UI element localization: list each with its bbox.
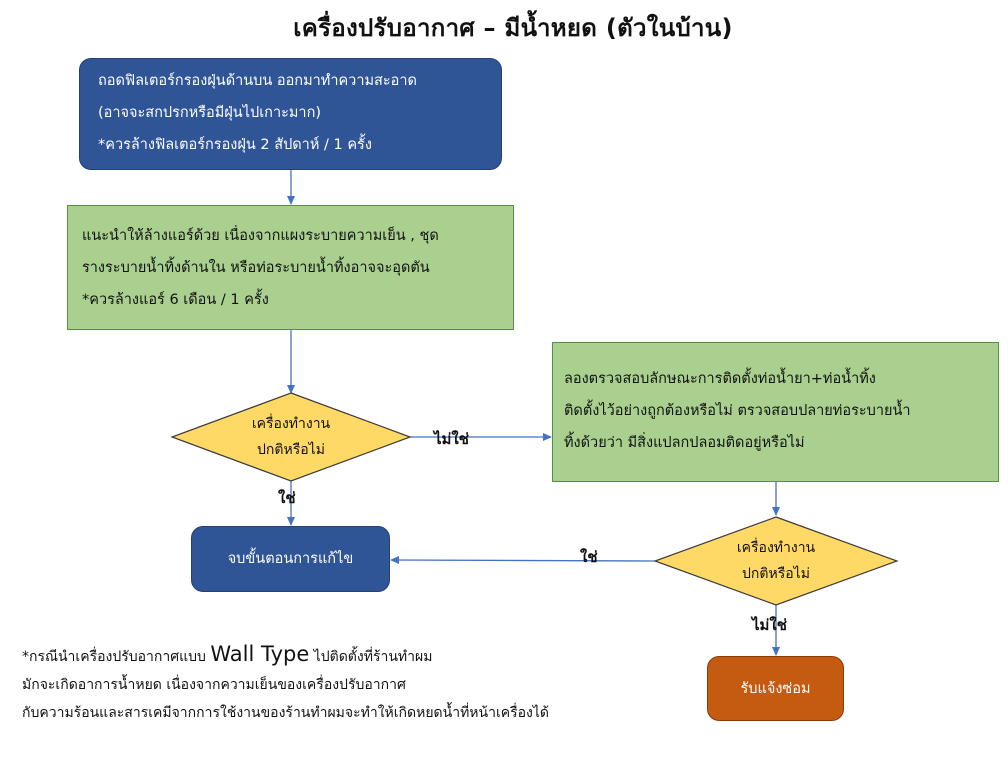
edge-label-d1-yes: ใช่ — [278, 489, 296, 507]
repair-label: รับแจ้งซ่อม — [740, 680, 811, 697]
decision2-label: เครื่องทำงาน ปกติหรือไม่ — [696, 535, 856, 587]
decision2-line: เครื่องทำงาน — [736, 540, 816, 556]
footnote-line-2: มักจะเกิดอาการน้ำหยด เนื่องจากความเย็นขอ… — [22, 677, 406, 693]
step1-box: ถอดฟิลเตอร์กรองฝุ่นด้านบน ออกมาทำความสะอ… — [79, 58, 502, 170]
step3-line: ติดตั้งไว้อย่างถูกต้องหรือไม่ ตรวจสอบปลา… — [564, 403, 911, 419]
decision2-diamond — [653, 516, 899, 606]
end-box: จบขั้นตอนการแก้ไข — [191, 526, 390, 592]
step2-line: รางระบายน้ำทิ้งด้านใน หรือท่อระบายน้ำทิ้… — [82, 260, 430, 276]
footnote-line-1-post: ไปติดตั้งที่ร้านทำผม — [309, 649, 433, 665]
step2-line: *ควรล้างแอร์ 6 เดือน / 1 ครั้ง — [82, 292, 269, 308]
step2-line: แนะนำให้ล้างแอร์ด้วย เนื่องจากแผงระบายคว… — [82, 228, 439, 244]
edge-label-d2-no: ไม่ใช่ — [752, 616, 787, 634]
end-label: จบขั้นตอนการแก้ไข — [227, 551, 354, 567]
decision1-line: เครื่องทำงาน — [251, 416, 331, 432]
footnote: *กรณีนำเครื่องปรับอากาศแบบ Wall Type ไปต… — [22, 640, 549, 727]
footnote-line-1-pre: *กรณีนำเครื่องปรับอากาศแบบ — [22, 649, 211, 665]
step1-line: (อาจจะสกปรกหรือมีฝุ่นไปเกาะมาก) — [98, 105, 322, 121]
step3-line: ทิ้งด้วยว่า มีสิ่งแปลกปลอมติดอยู่หรือไม่ — [564, 435, 805, 451]
decision2-line: ปกติหรือไม่ — [742, 566, 810, 582]
decision1-line: ปกติหรือไม่ — [257, 442, 325, 458]
decision1-diamond — [170, 392, 412, 482]
page-title: เครื่องปรับอากาศ – มีน้ำหยด (ตัวในบ้าน) — [293, 14, 733, 42]
footnote-wall-type: Wall Type — [210, 642, 310, 666]
footnote-line-3: กับความร้อนและสารเคมีจากการใช้งานของร้าน… — [22, 705, 550, 721]
step1-line: ถอดฟิลเตอร์กรองฝุ่นด้านบน ออกมาทำความสะอ… — [98, 73, 417, 89]
footnote-line-1: *กรณีนำเครื่องปรับอากาศแบบ Wall Type ไปต… — [22, 640, 549, 671]
step3-line: ลองตรวจสอบลักษณะการติดตั้งท่อน้ำยา+ท่อน้… — [564, 371, 876, 387]
step1-line: *ควรล้างฟิลเตอร์กรองฝุ่น 2 สัปดาห์ / 1 ค… — [98, 137, 372, 153]
arrow-decision2-to-end — [390, 556, 656, 565]
edge-label-d1-no: ไม่ใช่ — [434, 430, 469, 448]
edge-label-d2-yes: ใช่ — [580, 548, 598, 566]
decision1-label: เครื่องทำงาน ปกติหรือไม่ — [211, 411, 371, 463]
step2-box: แนะนำให้ล้างแอร์ด้วย เนื่องจากแผงระบายคว… — [67, 205, 514, 330]
repair-box: รับแจ้งซ่อม — [707, 656, 844, 721]
step3-box: ลองตรวจสอบลักษณะการติดตั้งท่อน้ำยา+ท่อน้… — [552, 342, 999, 482]
